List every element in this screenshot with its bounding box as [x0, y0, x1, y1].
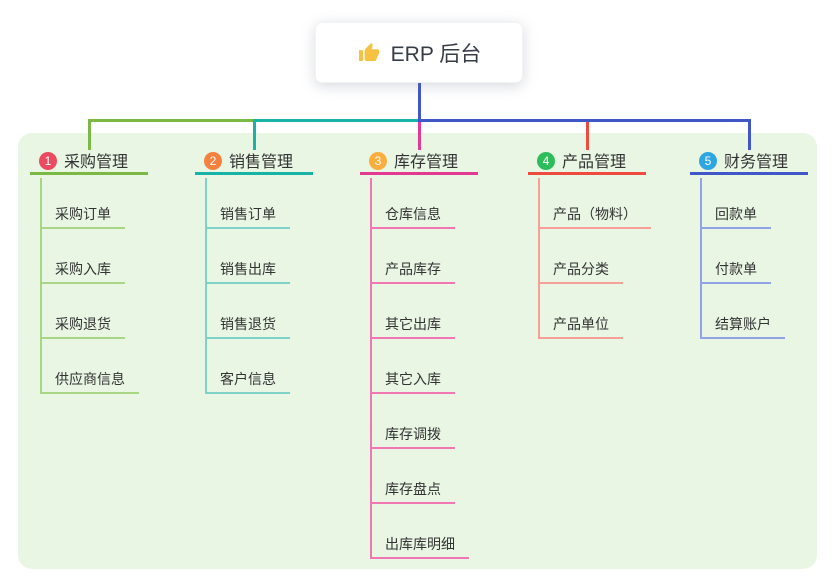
trunk-segment-left [87, 119, 256, 122]
branch-children-connector-line [538, 178, 540, 339]
leaf-node[interactable]: 库存盘点 [370, 478, 455, 504]
branch-node[interactable]: 3 库存管理 [360, 150, 478, 175]
branch-node[interactable]: 5 财务管理 [690, 150, 808, 175]
branches-background-panel [18, 133, 817, 569]
leaf-node[interactable]: 产品库存 [370, 258, 455, 284]
leaf-node[interactable]: 产品分类 [538, 258, 623, 284]
leaf-node[interactable]: 结算账户 [700, 313, 785, 339]
branch-label: 库存管理 [394, 154, 459, 171]
root-node-label: ERP 后台 [390, 42, 482, 66]
branch-column-4: 4 产品管理 产品（物料） 产品分类产品单位 [528, 150, 651, 339]
branch-label: 采购管理 [64, 154, 129, 171]
branch-drop-line [252, 119, 256, 150]
branch-children-connector-line [205, 178, 207, 394]
branch-number-badge: 4 [537, 152, 555, 170]
trunk-segment-right [417, 119, 751, 122]
branch-node[interactable]: 4 产品管理 [528, 150, 646, 175]
branch-column-2: 2 销售管理 销售订单销售出库销售退货客户信息 [195, 150, 313, 394]
branch-drop-line [417, 119, 421, 150]
leaf-node[interactable]: 库存调拨 [370, 423, 455, 449]
branch-column-5: 5 财务管理 回款单付款单结算账户 [690, 150, 808, 339]
branch-number-badge: 2 [204, 152, 222, 170]
branch-number-badge: 5 [699, 152, 717, 170]
leaf-node[interactable]: 其它出库 [370, 313, 455, 339]
leaf-node[interactable]: 客户信息 [205, 368, 290, 394]
leaf-node[interactable]: 产品（物料） [538, 203, 651, 229]
leaf-node[interactable]: 销售退货 [205, 313, 290, 339]
leaf-node[interactable]: 采购入库 [40, 258, 125, 284]
branch-drop-line [585, 119, 589, 150]
leaf-node[interactable]: 其它入库 [370, 368, 455, 394]
leaf-node[interactable]: 出库库明细 [370, 533, 469, 559]
branch-number-badge: 3 [369, 152, 387, 170]
branch-column-3: 3 库存管理 仓库信息产品库存其它出库其它入库库存调拨库存盘点出库库明细 [360, 150, 478, 559]
trunk-segment-middle [252, 119, 421, 122]
root-node[interactable]: ERP 后台 [315, 22, 523, 83]
leaf-node[interactable]: 采购退货 [40, 313, 125, 339]
thumbs-up-icon [357, 41, 381, 65]
leaf-node[interactable]: 销售订单 [205, 203, 290, 229]
root-stem-line [417, 83, 421, 119]
leaf-node[interactable]: 回款单 [700, 203, 771, 229]
branch-label: 销售管理 [229, 154, 294, 171]
branch-children-connector-line [700, 178, 702, 339]
branch-drop-line [87, 119, 91, 150]
branch-column-1: 1 采购管理 采购订单采购入库采购退货供应商信息 [30, 150, 148, 394]
branch-label: 产品管理 [562, 154, 627, 171]
branch-node[interactable]: 1 采购管理 [30, 150, 148, 175]
branch-children-connector-line [40, 178, 42, 394]
branch-number-badge: 1 [39, 152, 57, 170]
leaf-node[interactable]: 销售出库 [205, 258, 290, 284]
branch-drop-line [747, 119, 751, 150]
leaf-node[interactable]: 采购订单 [40, 203, 125, 229]
branch-label: 财务管理 [724, 154, 789, 171]
leaf-node[interactable]: 产品单位 [538, 313, 623, 339]
branch-children-connector-line [370, 178, 372, 559]
branch-node[interactable]: 2 销售管理 [195, 150, 313, 175]
leaf-node[interactable]: 仓库信息 [370, 203, 455, 229]
leaf-node[interactable]: 供应商信息 [40, 368, 139, 394]
leaf-node[interactable]: 付款单 [700, 258, 771, 284]
